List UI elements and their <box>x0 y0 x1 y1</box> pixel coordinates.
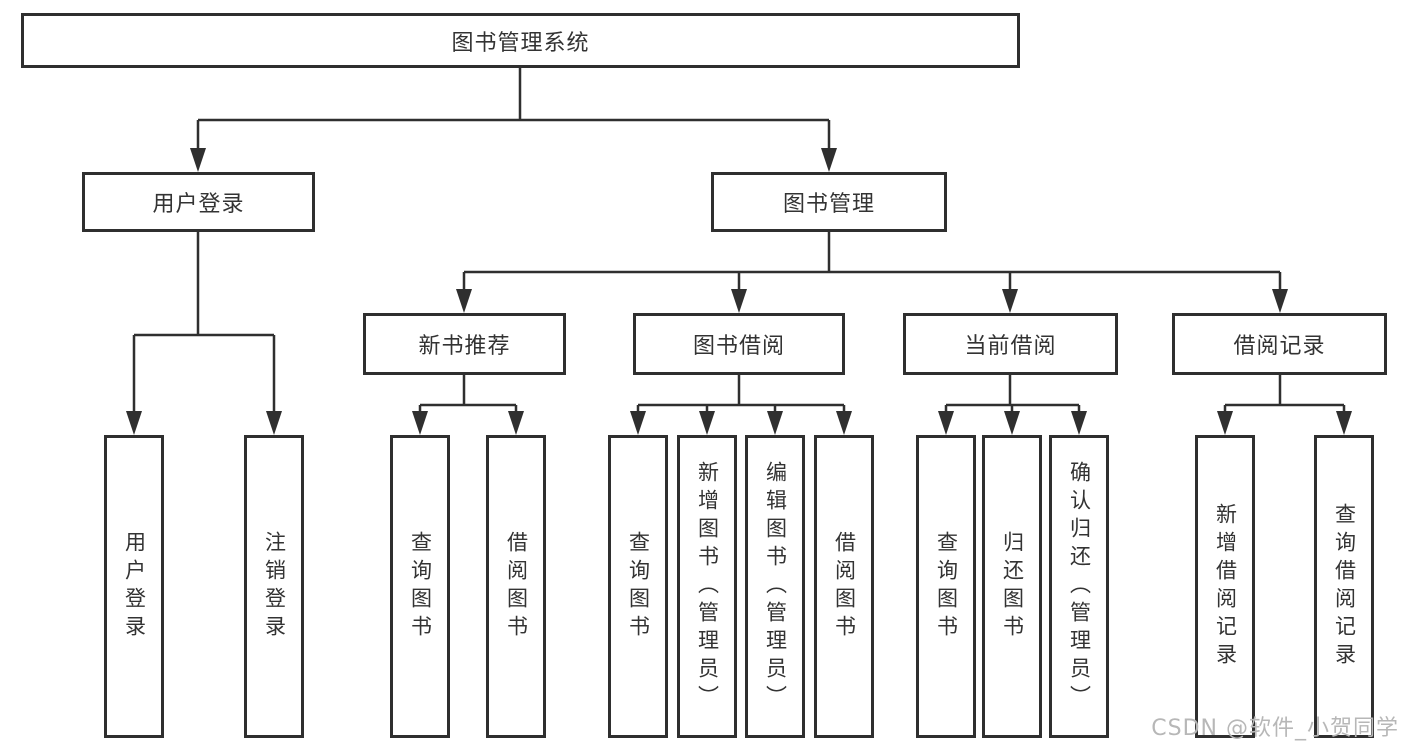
node-book-borrowing: 图书借阅 <box>633 313 845 375</box>
node-new-book-recommendation: 新书推荐 <box>363 313 566 375</box>
node-label: 借阅图书 <box>504 530 529 643</box>
node-label: 借阅图书 <box>832 530 857 643</box>
csdn-watermark: CSDN @软件_小贺同学 <box>1151 716 1399 741</box>
node-label: 借阅记录 <box>1233 334 1326 359</box>
leaf-user-login: 用户登录 <box>104 435 164 738</box>
node-label: 归还图书 <box>1000 530 1025 643</box>
node-book-management-branch: 图书管理 <box>711 172 947 232</box>
leaf-query-books-recommend: 查询图书 <box>390 435 450 738</box>
node-label: 新书推荐 <box>418 334 511 359</box>
node-current-borrowing: 当前借阅 <box>903 313 1118 375</box>
leaf-query-books-current: 查询图书 <box>916 435 976 738</box>
node-label: 用户登录 <box>122 530 147 643</box>
leaf-logout: 注销登录 <box>244 435 304 738</box>
node-label: 图书管理系统 <box>451 30 590 56</box>
node-label: 查询图书 <box>934 530 959 643</box>
leaf-edit-books-admin: 编辑图书（管理员） <box>745 435 805 738</box>
node-label: 注销登录 <box>262 530 287 643</box>
leaf-query-books-borrowing: 查询图书 <box>608 435 668 738</box>
leaf-add-borrow-record: 新增借阅记录 <box>1195 435 1255 738</box>
leaf-borrow-books-borrowing: 借阅图书 <box>814 435 874 738</box>
node-label: 查询借阅记录 <box>1332 502 1357 671</box>
node-label: 当前借阅 <box>964 334 1057 359</box>
node-library-management-system: 图书管理系统 <box>21 13 1020 68</box>
leaf-query-borrow-record: 查询借阅记录 <box>1314 435 1374 738</box>
node-label: 确认归还（管理员） <box>1067 460 1092 713</box>
node-borrowing-records: 借阅记录 <box>1172 313 1387 375</box>
node-label: 用户登录 <box>152 192 245 217</box>
node-label: 图书借阅 <box>692 334 785 359</box>
node-label: 编辑图书（管理员） <box>763 460 788 713</box>
node-label: 查询图书 <box>626 530 651 643</box>
leaf-confirm-return-admin: 确认归还（管理员） <box>1049 435 1109 738</box>
node-label: 新增图书（管理员） <box>695 460 720 713</box>
node-label: 新增借阅记录 <box>1213 502 1238 671</box>
leaf-borrow-books-recommend: 借阅图书 <box>486 435 546 738</box>
leaf-add-books-admin: 新增图书（管理员） <box>677 435 737 738</box>
node-label: 图书管理 <box>782 192 875 217</box>
leaf-return-books: 归还图书 <box>982 435 1042 738</box>
node-user-login-branch: 用户登录 <box>82 172 315 232</box>
node-label: 查询图书 <box>408 530 433 643</box>
